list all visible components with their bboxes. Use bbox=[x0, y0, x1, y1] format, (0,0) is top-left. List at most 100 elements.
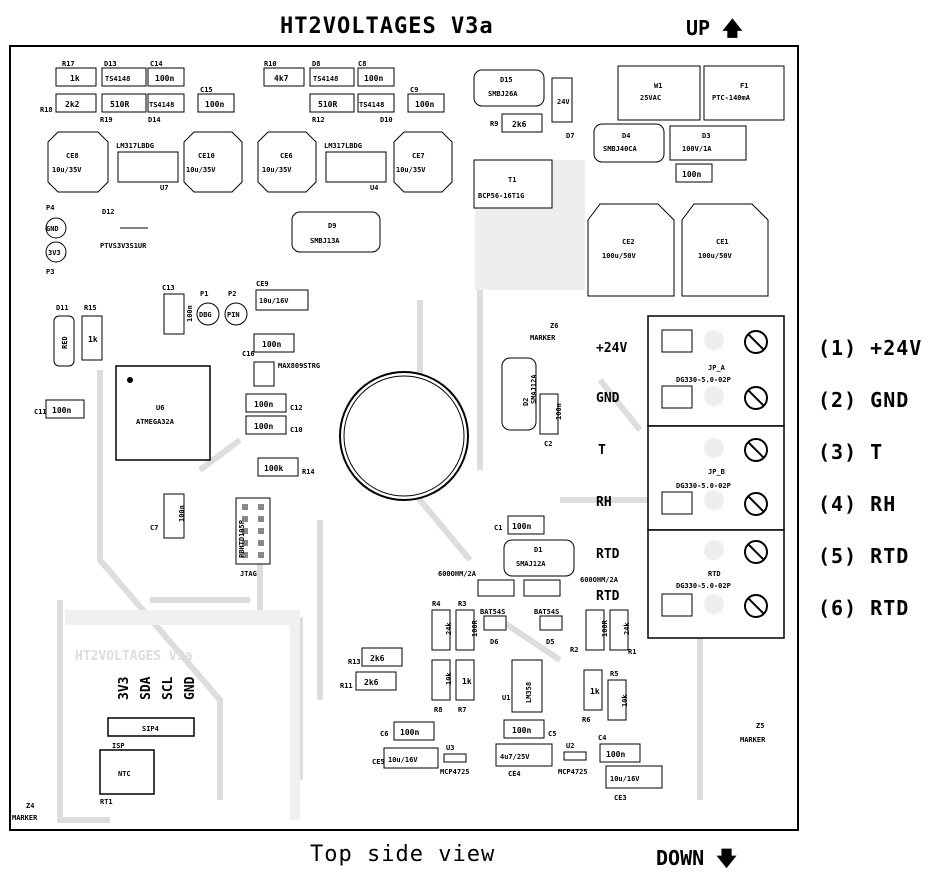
d3-diode: D3 100V/1A bbox=[669, 125, 747, 161]
svg-text:TS4148: TS4148 bbox=[149, 101, 174, 109]
z4-marker-label: MARKER bbox=[12, 814, 38, 822]
svg-text:JP_A: JP_A bbox=[708, 364, 726, 372]
svg-text:100n: 100n bbox=[555, 403, 563, 420]
c16-capacitor: C16 100n bbox=[242, 333, 295, 358]
jp-a-terminal-block: JP_A DG330-5.0-02P bbox=[647, 315, 785, 427]
ce6-capacitor: CE6 10u/35V bbox=[257, 131, 317, 193]
svg-text:100n: 100n bbox=[186, 305, 194, 322]
u7-regulator: LM317LBDG U7 bbox=[116, 142, 179, 192]
svg-text:10u/16V: 10u/16V bbox=[259, 297, 289, 305]
svg-text:D8: D8 bbox=[312, 60, 320, 68]
svg-text:U3: U3 bbox=[446, 744, 454, 752]
c12-capacitor: 100n C12 bbox=[245, 393, 303, 413]
svg-text:10u/35V: 10u/35V bbox=[396, 166, 426, 174]
svg-text:24k: 24k bbox=[623, 622, 631, 635]
r5-resistor: R5 10k bbox=[607, 670, 629, 721]
svg-text:R7: R7 bbox=[458, 706, 466, 714]
svg-text:4u7/25V: 4u7/25V bbox=[500, 753, 530, 761]
u4-regulator: LM317LBDG U4 bbox=[324, 142, 387, 192]
t1-transistor: T1 BCP56-16T1G bbox=[473, 159, 553, 209]
board-silk-title: HT2VOLTAGES V3a bbox=[75, 649, 193, 664]
svg-text:SCL: SCL bbox=[161, 676, 176, 700]
svg-text:D14: D14 bbox=[148, 116, 161, 124]
svg-text:U6: U6 bbox=[156, 404, 164, 412]
c5-capacitor: C5 100n bbox=[503, 719, 556, 739]
svg-text:TS4148: TS4148 bbox=[105, 75, 130, 83]
svg-text:RTD: RTD bbox=[596, 547, 620, 562]
r4-resistor: R4 24k bbox=[431, 600, 453, 651]
c8-capacitor: C8 100n bbox=[357, 60, 395, 87]
inductors-bodies bbox=[477, 579, 561, 597]
svg-text:R9: R9 bbox=[490, 120, 498, 128]
svg-text:CE8: CE8 bbox=[66, 152, 79, 160]
d11-led: D11 RED bbox=[53, 304, 75, 367]
svg-text:C8: C8 bbox=[358, 60, 366, 68]
p4-gnd-pad: P4 GND bbox=[45, 204, 67, 239]
svg-text:GND: GND bbox=[46, 225, 59, 233]
svg-text:F1: F1 bbox=[740, 82, 748, 90]
svg-text:CE2: CE2 bbox=[622, 238, 635, 246]
svg-text:P3: P3 bbox=[46, 268, 54, 276]
svg-text:R18: R18 bbox=[40, 106, 53, 114]
svg-text:2k6: 2k6 bbox=[512, 120, 527, 129]
svg-text:100k: 100k bbox=[264, 464, 283, 473]
svg-text:510R: 510R bbox=[110, 100, 129, 109]
svg-text:CE3: CE3 bbox=[614, 794, 627, 802]
svg-text:2k6: 2k6 bbox=[370, 654, 385, 663]
r14-resistor: 100k R14 bbox=[257, 457, 315, 477]
svg-text:DG330-5.0-02P: DG330-5.0-02P bbox=[676, 582, 731, 590]
svg-text:C9: C9 bbox=[410, 86, 418, 94]
ce8-capacitor: CE8 10u/35V bbox=[47, 131, 109, 193]
svg-text:C6: C6 bbox=[380, 730, 388, 738]
r8-resistor: R8 10k bbox=[431, 659, 453, 714]
svg-text:10k: 10k bbox=[621, 694, 629, 707]
svg-text:3V3: 3V3 bbox=[48, 249, 61, 257]
c1-capacitor: C1 100n bbox=[494, 515, 545, 535]
svg-text:10u/16V: 10u/16V bbox=[388, 756, 418, 764]
r6-resistor: R6 1k bbox=[582, 669, 603, 724]
svg-text:100n: 100n bbox=[155, 74, 174, 83]
svg-text:ISP: ISP bbox=[112, 742, 125, 750]
c11-capacitor: C11 100n bbox=[34, 399, 85, 419]
u1-opamp: U1 LM358 bbox=[502, 659, 543, 713]
svg-text:R6: R6 bbox=[582, 716, 590, 724]
rtd-terminal-block: RTD DG330-5.0-02P bbox=[647, 529, 785, 639]
c15-capacitor: C15 100n bbox=[197, 86, 235, 113]
svg-text:100u/50V: 100u/50V bbox=[602, 252, 637, 260]
svg-text:R10: R10 bbox=[264, 60, 277, 68]
d6-diode: BAT54S D6 bbox=[480, 608, 507, 646]
terminal-label-3: (3) T bbox=[818, 440, 884, 464]
svg-text:R13: R13 bbox=[348, 658, 361, 666]
r11-resistor: R11 2k6 bbox=[340, 671, 397, 691]
svg-text:100n: 100n bbox=[400, 728, 419, 737]
svg-text:U7: U7 bbox=[160, 184, 168, 192]
u2-dac: U2 MCP4725 bbox=[558, 742, 588, 776]
svg-text:T: T bbox=[598, 443, 606, 458]
svg-text:P2: P2 bbox=[228, 290, 236, 298]
svg-text:D6: D6 bbox=[490, 638, 498, 646]
d2-diode: D2 SMAJ12A bbox=[501, 357, 538, 431]
svg-text:W1: W1 bbox=[654, 82, 662, 90]
d15-diode: D15 SMBJ26A bbox=[473, 69, 545, 107]
svg-text:100n: 100n bbox=[178, 505, 186, 522]
svg-text:4k7: 4k7 bbox=[274, 74, 289, 83]
l2-inductor: 600OHM/2A bbox=[580, 576, 619, 584]
r3-resistor: R3 100R bbox=[455, 600, 479, 651]
svg-text:SMAJ12A: SMAJ12A bbox=[516, 560, 546, 568]
svg-text:C16: C16 bbox=[242, 350, 255, 358]
d13-diode: D13 TS4148 bbox=[101, 60, 147, 87]
svg-text:CE6: CE6 bbox=[280, 152, 293, 160]
svg-text:2k6: 2k6 bbox=[364, 678, 379, 687]
w1-connector: W1 25VAC bbox=[617, 65, 701, 121]
svg-text:R1: R1 bbox=[628, 648, 636, 656]
svg-text:D11: D11 bbox=[56, 304, 69, 312]
r10-resistor: R10 4k7 bbox=[263, 60, 305, 87]
u3-dac: U3 MCP4725 bbox=[440, 744, 470, 776]
svg-text:100n: 100n bbox=[262, 340, 281, 349]
d7-diode: 24V D7 bbox=[551, 77, 574, 140]
svg-text:C4: C4 bbox=[598, 734, 606, 742]
jp-b-terminal-block: JP_B DG330-5.0-02P bbox=[647, 425, 785, 531]
d14-diode: D14 TS4148 bbox=[147, 93, 185, 124]
svg-text:DBG: DBG bbox=[199, 311, 212, 319]
